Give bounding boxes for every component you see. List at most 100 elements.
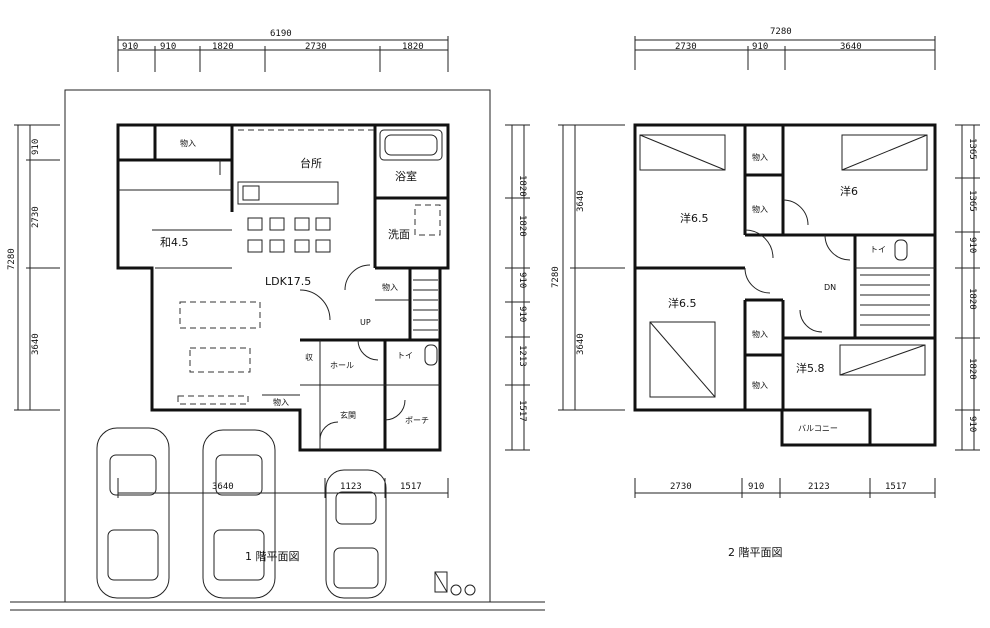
floor2-bottom-dim-4: 1517 (885, 482, 907, 492)
floor1-left-total: 7280 (7, 248, 17, 270)
bed (639, 134, 726, 171)
floor2-top-dim-1: 2730 (675, 42, 697, 52)
floor1-right-dim-1: 1820 (517, 175, 527, 197)
floor2-bottom-dim-3: 2123 (808, 482, 830, 492)
parked-cars (96, 427, 387, 599)
washbasin (414, 204, 441, 236)
door-arc (357, 339, 379, 361)
chair (269, 217, 285, 231)
door-arc (744, 267, 771, 294)
room-toilet-2: トイ (870, 245, 886, 254)
floor2-left-dimensions: 7280 3640 3640 (551, 124, 625, 411)
floor1-top-dim-1: 910 (122, 42, 138, 52)
floor1-left-dim-3: 3640 (31, 333, 41, 355)
stair-up: UP (360, 318, 371, 327)
bed (841, 134, 928, 171)
chair (269, 239, 285, 253)
room-closet-4: 物入 (752, 380, 768, 390)
floor1-bottom-dim-1: 3640 (212, 482, 234, 492)
floor1-bottom-dim-2: 1123 (340, 482, 362, 492)
floor1-right-dim-4: 910 (517, 306, 527, 322)
floor2-right-dim-2: 1365 (967, 190, 977, 212)
room-bath: 浴室 (395, 169, 417, 183)
room-kitchen: 台所 (300, 156, 322, 170)
floor2-top-dim-3: 3640 (840, 42, 862, 52)
door-arc (319, 421, 339, 441)
floor2-room-labels: 洋6.5 洋6 洋6.5 洋5.8 物入 物入 物入 物入 バルコニー DN ト… (668, 152, 886, 433)
floor2-right-dim-1: 1365 (967, 138, 977, 160)
door-arc (799, 309, 823, 333)
room-closet-1: 物入 (752, 152, 768, 162)
room-western-nw: 洋6.5 (680, 211, 709, 225)
floor1-top-dim-5: 1820 (402, 42, 424, 52)
bed (649, 321, 716, 398)
floor1-top-dimensions: 6190 910 910 1820 2730 1820 (117, 29, 449, 72)
room-storage: 収 (305, 352, 313, 362)
chair (315, 217, 331, 231)
room-ldk: LDK17.5 (265, 275, 311, 288)
room-closet-3: 物入 (752, 329, 768, 339)
floor2-left-total: 7280 (551, 266, 561, 288)
room-closet-stair: 物入 (382, 282, 398, 292)
floor1-room-labels: 台所 浴室 洗面 和4.5 LDK17.5 物入 物入 物入 ホール 玄関 ポー… (160, 138, 429, 425)
car-icon (325, 469, 387, 599)
door-arc (384, 399, 406, 421)
floor1-left-dim-1: 910 (31, 139, 41, 155)
floor2-top-dimensions: 7280 2730 910 3640 (634, 27, 936, 70)
floor1-bottom-dimensions: 3640 1123 1517 (117, 478, 449, 498)
floor1-right-dim-5: 1213 (517, 345, 527, 367)
floor2-caption: 2 階平面図 (728, 545, 783, 559)
floor2-bottom-dimensions: 2730 910 2123 1517 (634, 478, 936, 498)
room-western-se: 洋5.8 (796, 361, 825, 375)
floor1-caption: 1 階平面図 (245, 549, 300, 563)
floor2-bottom-dim-1: 2730 (670, 482, 692, 492)
utility-icon (434, 571, 476, 596)
floor1-right-dim-6: 1517 (517, 400, 527, 422)
door-arc (344, 264, 371, 291)
floor2-right-dim-4: 1820 (967, 288, 977, 310)
sofa (179, 301, 261, 329)
room-porch: ポーチ (405, 416, 429, 425)
door-arc (824, 234, 851, 261)
floor1-right-dimensions: 1820 1820 910 910 1213 1517 (505, 124, 530, 451)
room-japanese: 和4.5 (160, 236, 189, 249)
floor1-top-dim-2: 910 (160, 42, 176, 52)
floor1-bottom-dim-3: 1517 (400, 482, 422, 492)
floor1-left-dimensions: 7280 910 2730 3640 (7, 124, 60, 411)
door-arc (782, 199, 809, 226)
door-arc (299, 289, 331, 321)
room-closet-top: 物入 (180, 138, 196, 148)
room-closet-bottom: 物入 (273, 397, 289, 407)
floor2-plan: 7280 2730 910 3640 7280 3640 3640 (551, 27, 980, 559)
room-toilet: トイ (397, 351, 413, 360)
car-icon (202, 429, 276, 599)
floor1-fixtures (177, 129, 443, 441)
room-washroom: 洗面 (388, 228, 410, 241)
room-western-sw: 洋6.5 (668, 296, 697, 310)
floor2-fixtures (639, 134, 930, 398)
toilet-fixture (894, 239, 908, 261)
floor2-left-dim-1: 3640 (576, 190, 586, 212)
chair (247, 217, 263, 231)
floor1-left-dim-2: 2730 (31, 206, 41, 228)
room-closet-2: 物入 (752, 204, 768, 214)
floor1-right-dim-3: 910 (517, 272, 527, 288)
kitchen-counter (237, 181, 339, 205)
floor2-stairs (860, 274, 930, 326)
floor1-top-dim-3: 1820 (212, 42, 234, 52)
floor2-right-dimensions: 1365 1365 910 1820 1820 910 (955, 124, 980, 451)
chair (294, 239, 310, 253)
bed (839, 344, 926, 376)
floor2-right-dim-5: 1820 (967, 358, 977, 380)
floor2-interior-walls (635, 125, 935, 410)
floor2-right-dim-6: 910 (967, 416, 977, 432)
floor1-interior-walls (118, 125, 448, 450)
room-hall: ホール (330, 361, 354, 370)
door-arc (744, 229, 774, 259)
stair-dn: DN (824, 283, 836, 292)
bathtub (379, 129, 443, 161)
room-western-ne: 洋6 (840, 184, 858, 198)
floor2-left-dim-2: 3640 (576, 333, 586, 355)
room-balcony: バルコニー (798, 424, 838, 433)
